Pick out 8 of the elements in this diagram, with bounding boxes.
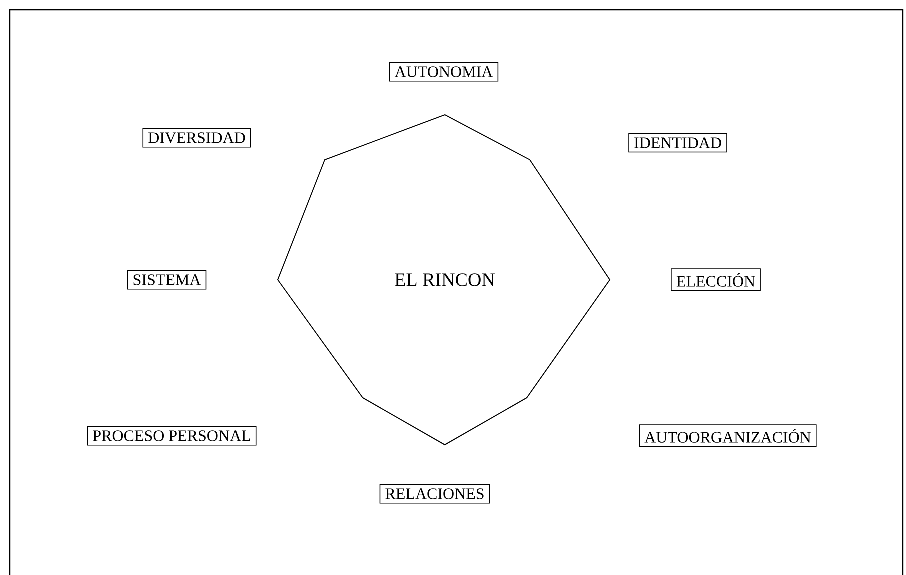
concept-box: RELACIONES xyxy=(380,484,490,504)
concept-box: DIVERSIDAD xyxy=(142,128,252,148)
concept-box: ELECCIÓN xyxy=(671,268,761,292)
concept-box: AUTOORGANIZACIÓN xyxy=(639,424,817,448)
concept-box: PROCESO PERSONAL xyxy=(87,426,257,446)
concept-box: IDENTIDAD xyxy=(628,133,728,153)
concept-box: SISTEMA xyxy=(127,270,207,290)
concept-box: AUTONOMIA xyxy=(389,62,499,82)
